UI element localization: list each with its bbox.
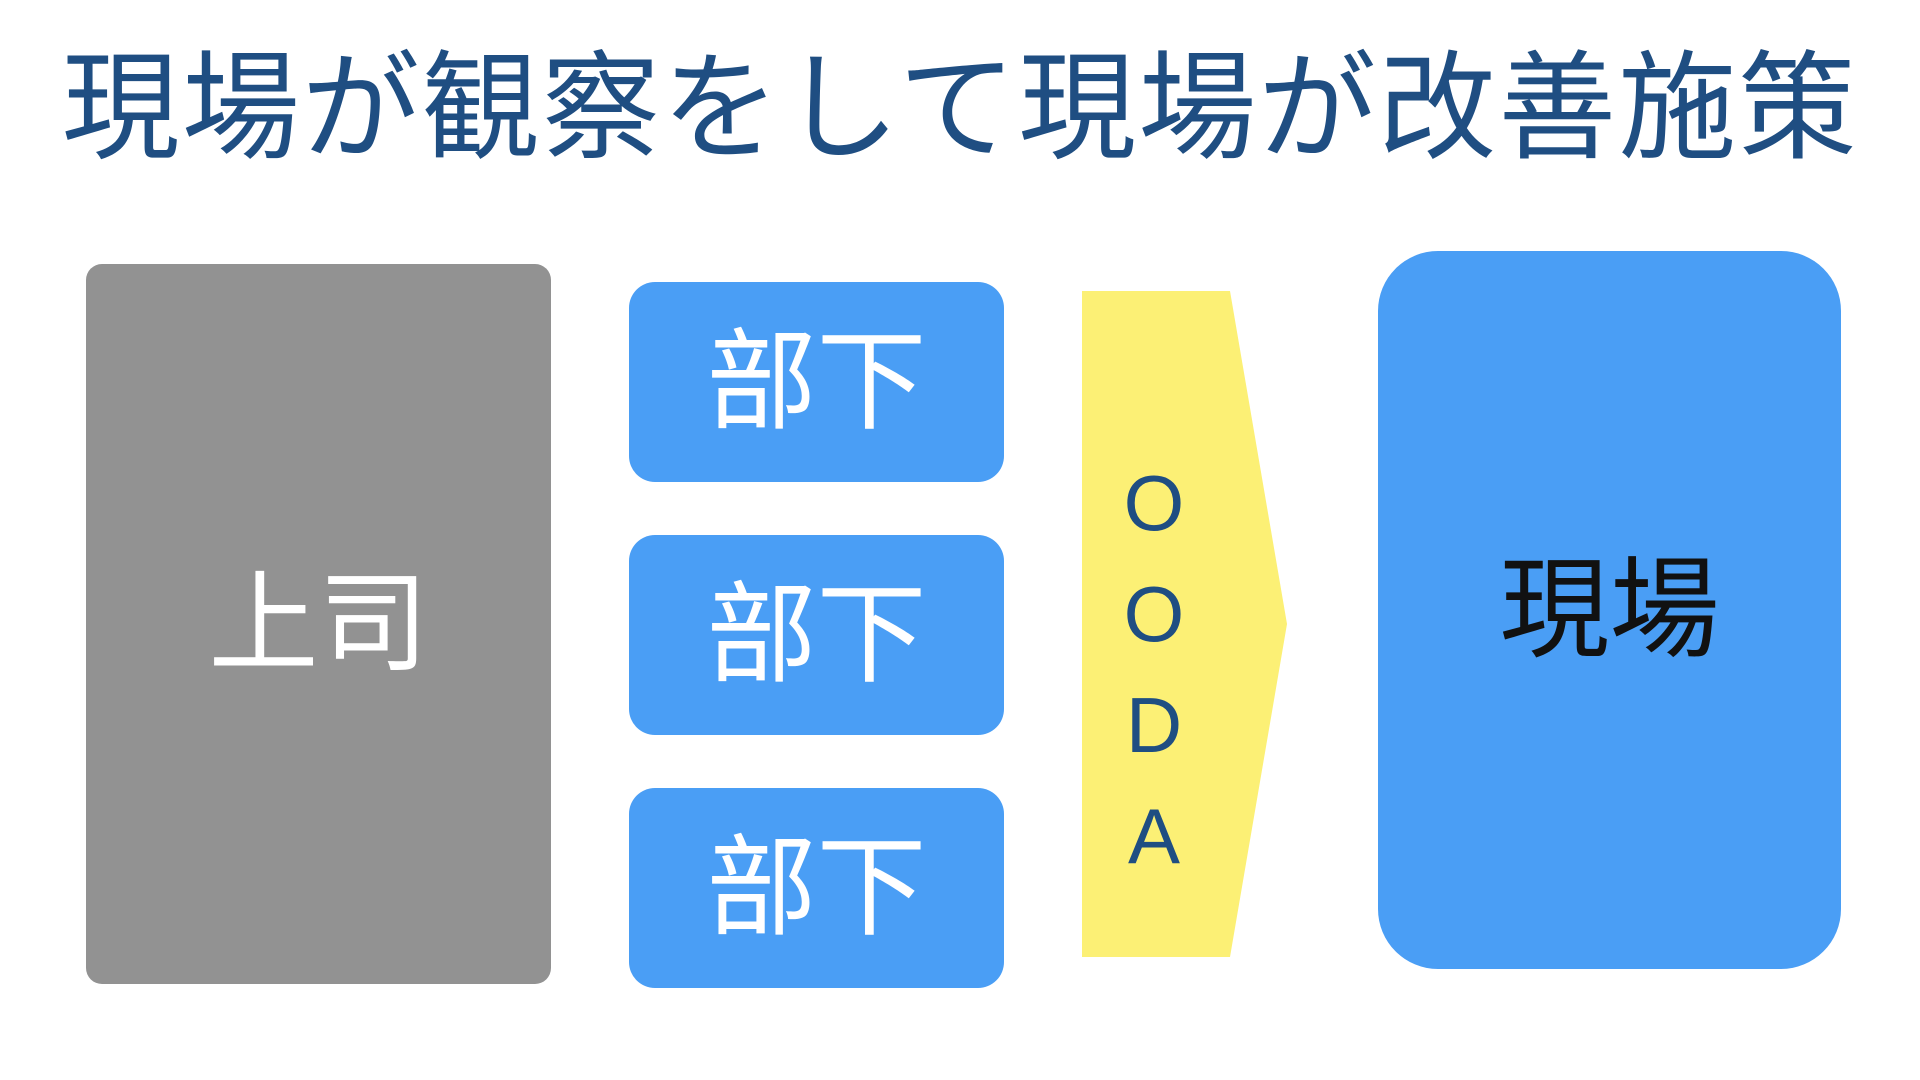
ooda-letter-o1: O — [1123, 459, 1185, 547]
boss-label: 上司 — [208, 560, 429, 688]
subordinate-label: 部下 — [706, 571, 927, 699]
ooda-arrow — [1082, 291, 1287, 957]
subordinate-box-3: 部下 — [629, 788, 1004, 988]
ooda-letter-d: D — [1125, 681, 1183, 769]
ooda-letter-a: A — [1127, 792, 1181, 880]
subordinate-label: 部下 — [706, 318, 927, 446]
ooda-letter-o2: O — [1123, 570, 1185, 658]
ooda-label: O O D A — [1104, 448, 1204, 892]
ooda-arrow-shape — [1082, 291, 1287, 957]
subordinate-label: 部下 — [706, 824, 927, 952]
subordinate-box-1: 部下 — [629, 282, 1004, 482]
field-label: 現場 — [1499, 546, 1720, 674]
boss-box: 上司 — [86, 264, 551, 984]
page-title: 現場が観察をして現場が改善施策 — [61, 39, 1859, 177]
field-box: 現場 — [1378, 251, 1841, 969]
subordinate-box-2: 部下 — [629, 535, 1004, 735]
